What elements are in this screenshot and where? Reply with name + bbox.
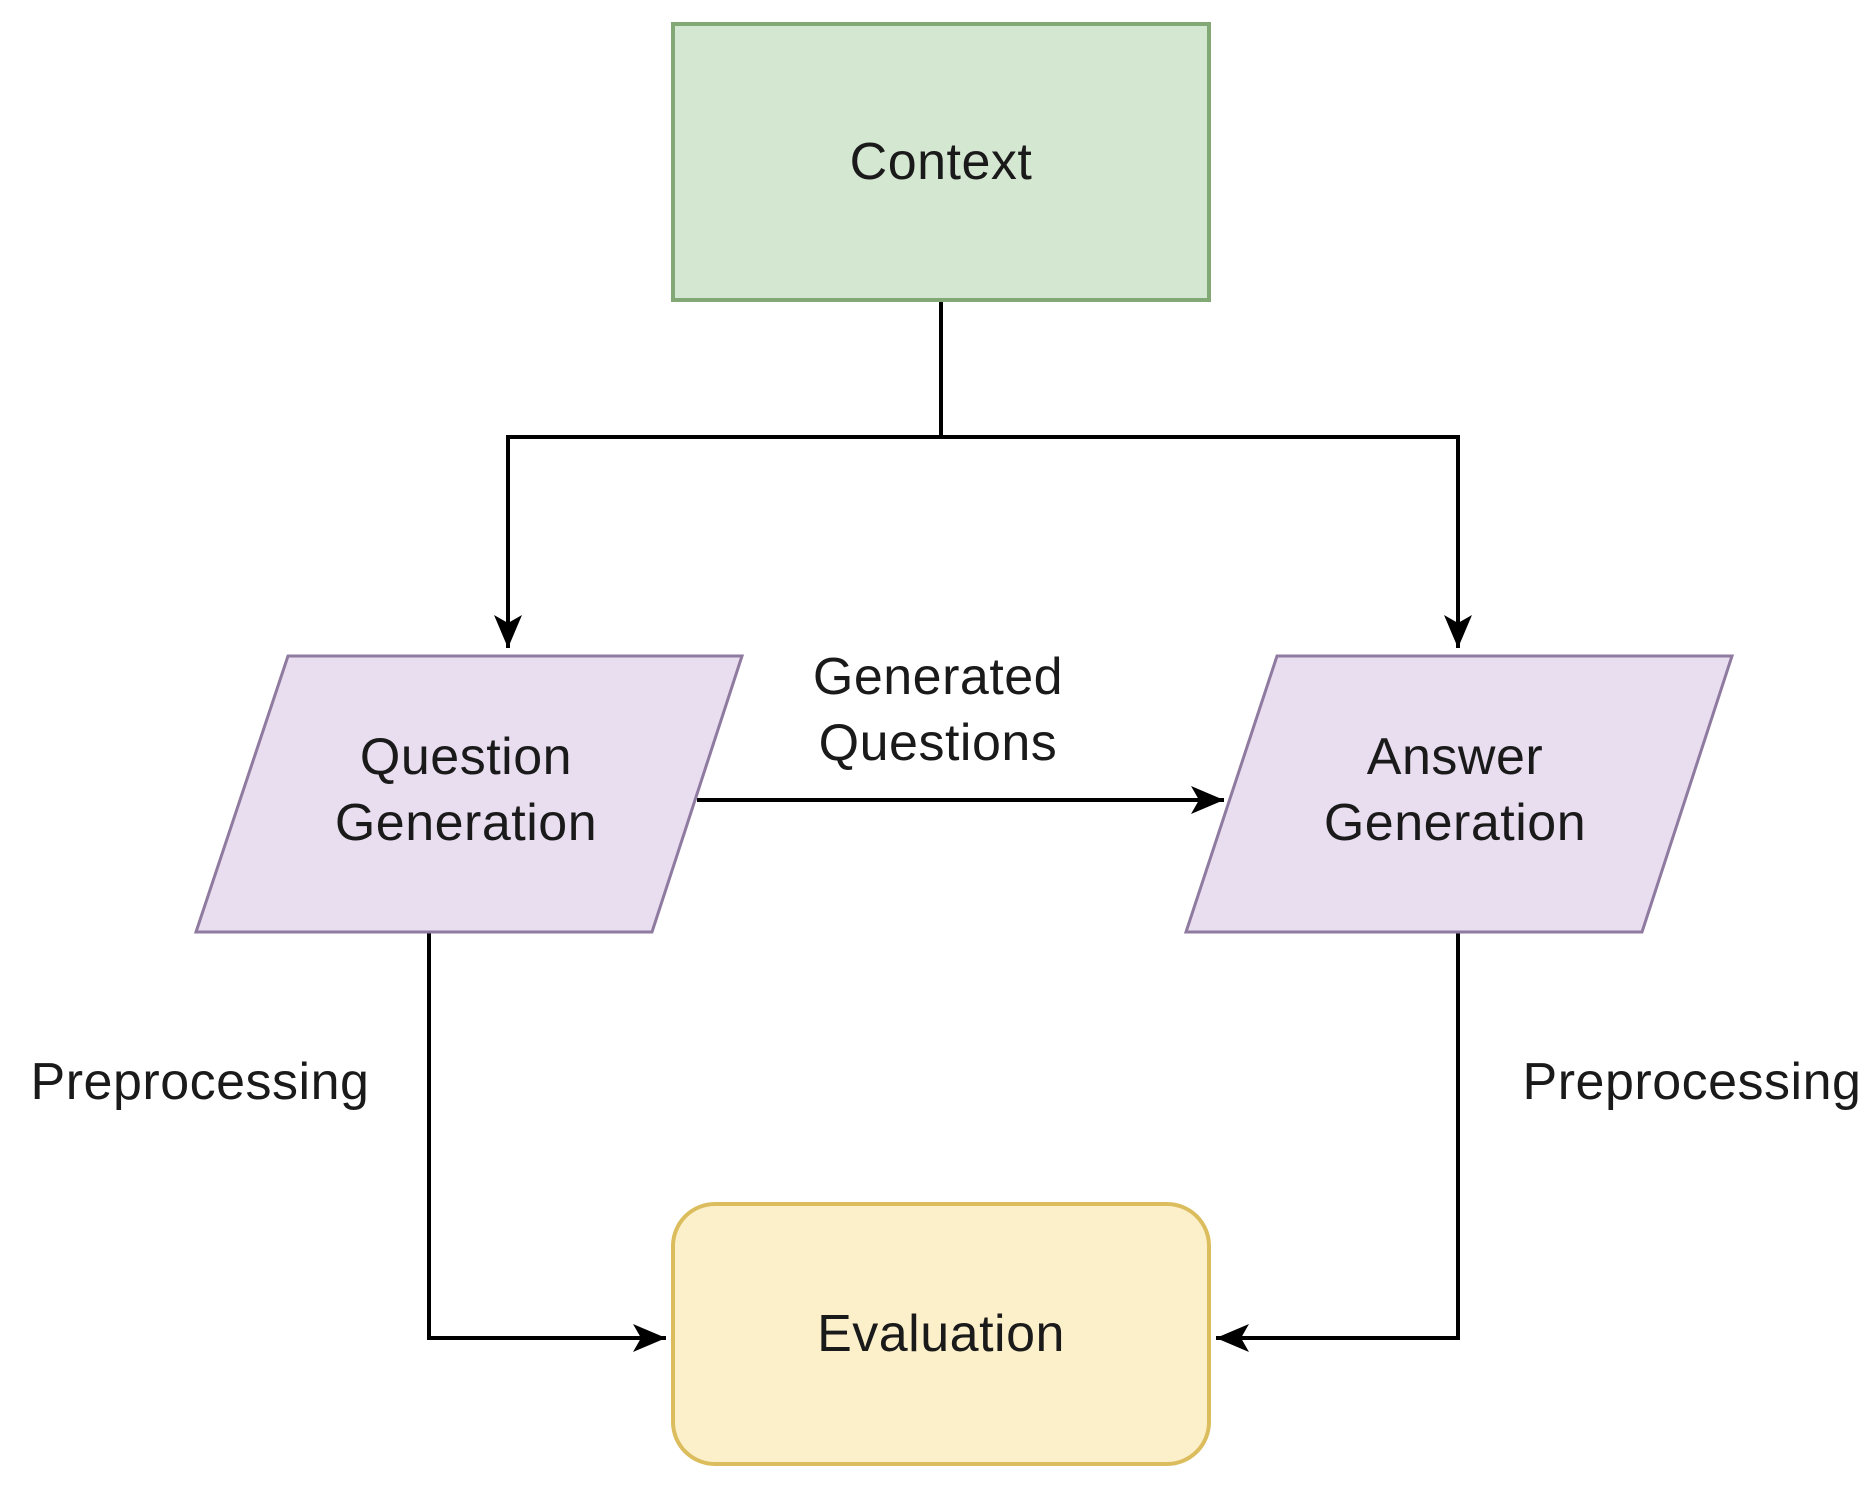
question-generation-box bbox=[193, 654, 745, 934]
edge-context-branch bbox=[506, 300, 1460, 439]
evaluation-box bbox=[671, 1202, 1211, 1466]
answer-generation-box bbox=[1183, 654, 1735, 934]
edge-answer-to-evaluation bbox=[1216, 930, 1460, 1352]
generated-questions-line1: Generated bbox=[813, 648, 1063, 706]
edge-label-generated-questions: Generated Questions bbox=[813, 648, 1063, 772]
answer-generation-label-line1: Answer bbox=[1367, 728, 1543, 786]
node-context: Context bbox=[671, 22, 1211, 302]
node-answer-generation: Answer Generation bbox=[1183, 654, 1735, 934]
question-generation-label-line1: Question bbox=[360, 728, 572, 786]
preprocessing-label-right: Preprocessing bbox=[1523, 1053, 1862, 1111]
context-label: Context bbox=[850, 133, 1033, 191]
evaluation-label: Evaluation bbox=[817, 1305, 1065, 1363]
generated-questions-line2: Questions bbox=[819, 714, 1058, 772]
answer-generation-label-line2: Generation bbox=[1324, 794, 1586, 852]
question-generation-label-line2: Generation bbox=[335, 794, 597, 852]
preprocessing-label-left: Preprocessing bbox=[31, 1053, 370, 1111]
context-box bbox=[671, 22, 1211, 302]
node-evaluation: Evaluation bbox=[671, 1202, 1211, 1466]
node-question-generation: Question Generation bbox=[193, 654, 745, 934]
edge-question-to-evaluation bbox=[427, 930, 666, 1352]
